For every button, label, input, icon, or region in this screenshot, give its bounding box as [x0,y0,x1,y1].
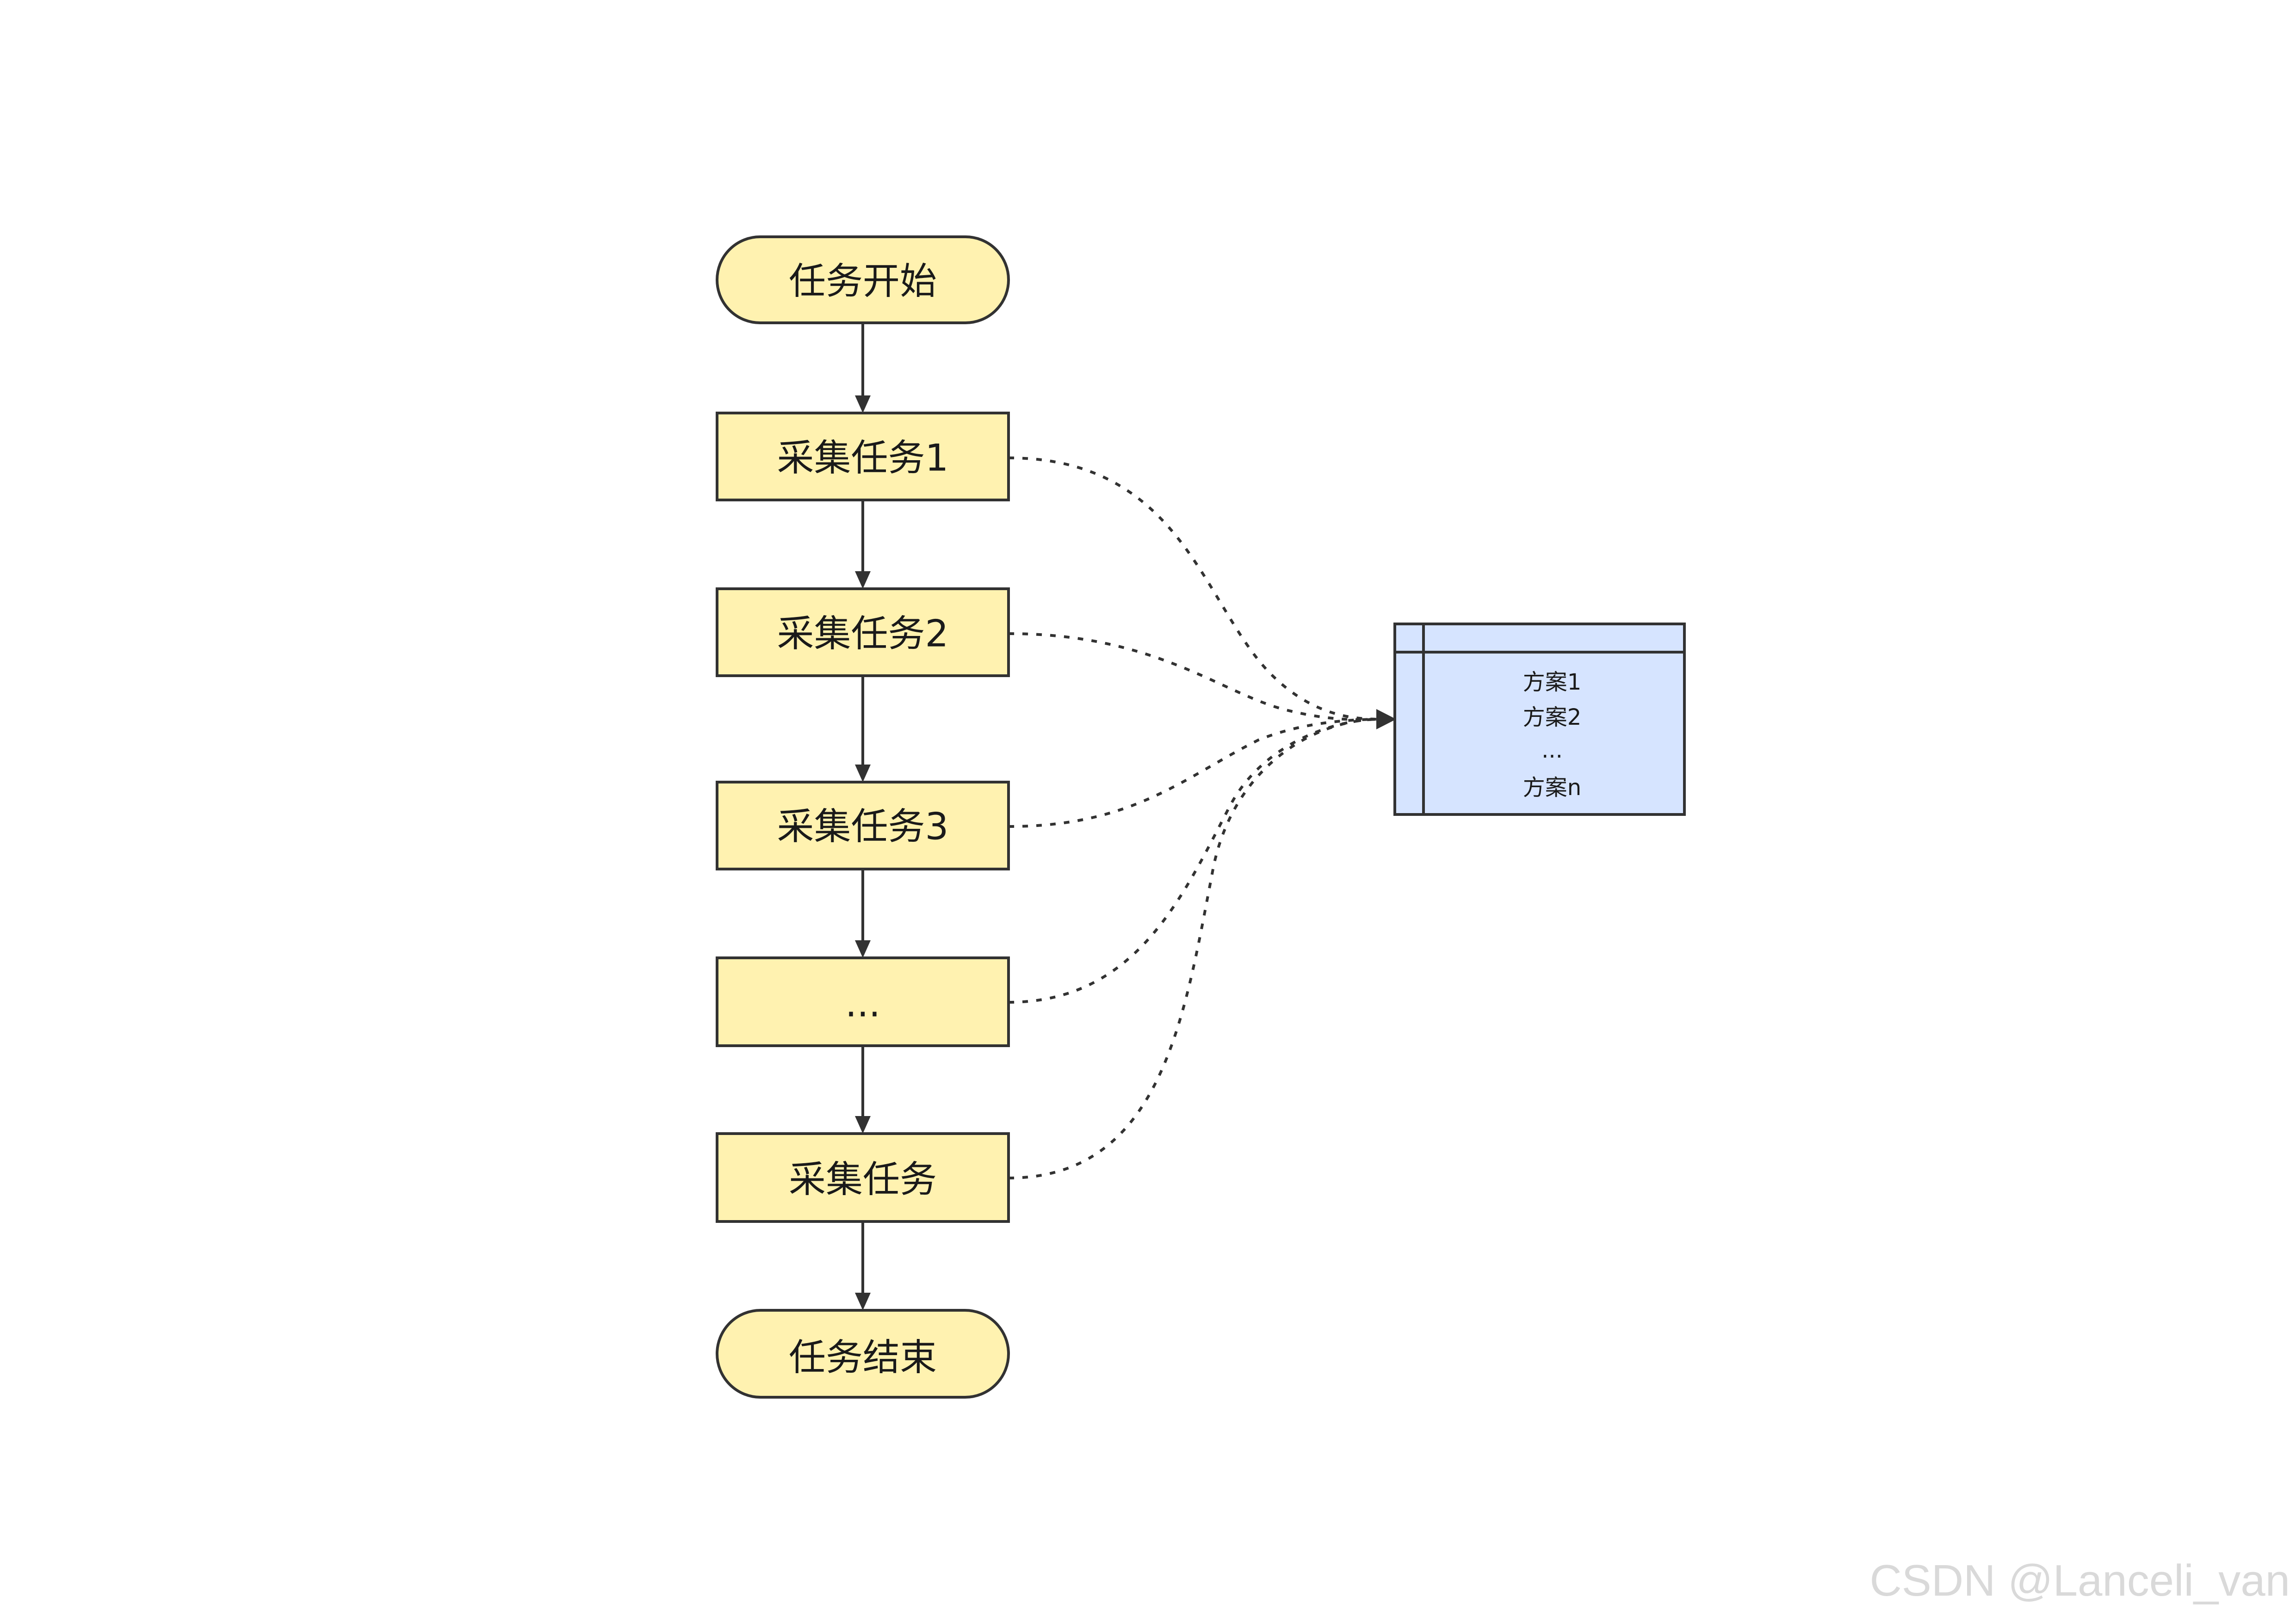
flow-connectors [855,323,871,1310]
process-shape [716,587,1010,677]
arrow-icon [855,395,871,413]
arrow-icon [855,1116,871,1134]
node-label: 采集任务 [789,1158,937,1201]
process-shape [716,781,1010,870]
arrow-icon [855,1293,871,1310]
flow-node-ellipsis: ... [716,956,1010,1047]
arrow-icon [855,571,871,589]
plan-item-2: 方案2 [1523,704,1582,730]
node-label: 采集任务1 [777,437,949,480]
dotted-ellipsis-panel [1008,718,1379,1004]
node-label: 任务开始 [789,260,937,303]
flow-node-task2: 采集任务2 [716,587,1010,677]
dotted-task2-panel [1008,632,1379,721]
process-shape [716,956,1010,1047]
arrow-icon [855,765,871,782]
terminator-shape [716,1309,1010,1399]
watermark-text: CSDN @Lanceli_van [1869,1556,2290,1605]
dotted-connectors [1008,456,1396,1179]
node-label: ... [845,982,880,1025]
process-shape [716,1132,1010,1223]
arrow-icon [1376,709,1396,729]
flow-node-end: 任务结束 [716,1309,1010,1399]
node-label: 采集任务3 [777,805,949,848]
plan-item-ellipsis: ... [1541,737,1563,763]
plan-item-1: 方案1 [1523,669,1582,695]
flow-node-task-last: 采集任务 [716,1132,1010,1223]
terminator-shape [716,235,1010,324]
panel-shape [1393,623,1686,816]
process-shape [716,412,1010,501]
dotted-tasklast-panel [1008,718,1379,1179]
node-label: 采集任务2 [777,612,949,655]
node-label: 任务结束 [789,1336,937,1379]
arrow-icon [855,940,871,958]
flow-node-start: 任务开始 [716,235,1010,324]
flow-node-task3: 采集任务3 [716,781,1010,870]
dotted-task1-panel [1008,456,1379,721]
flow-node-task1: 采集任务1 [716,412,1010,501]
dotted-task3-panel [1008,718,1379,828]
plan-item-n: 方案n [1523,775,1581,801]
plan-panel: 方案1 方案2 ... 方案n [1393,623,1686,816]
